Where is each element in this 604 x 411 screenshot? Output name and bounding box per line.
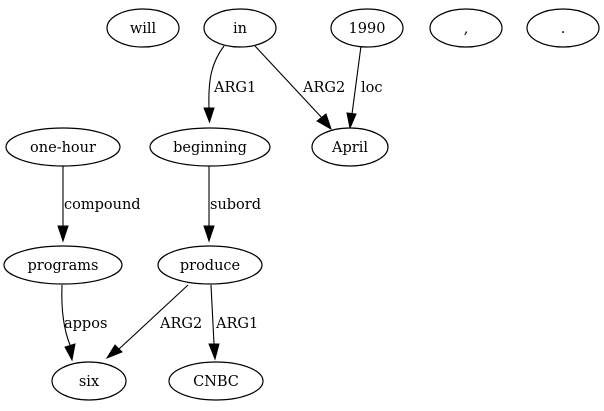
svg-text:.: . xyxy=(561,21,566,37)
node-one-hour: one-hour xyxy=(5,127,121,167)
svg-text:produce: produce xyxy=(180,258,240,274)
node-beginning: beginning xyxy=(149,127,271,167)
node-six: six xyxy=(51,361,127,401)
edge-label-in-beginning: ARG1 xyxy=(213,80,256,96)
edge-produce-cnbc: ARG1 xyxy=(208,284,258,361)
svg-text:,: , xyxy=(464,21,469,37)
node-produce: produce xyxy=(157,245,263,285)
node-cnbc: CNBC xyxy=(168,361,264,401)
node-april: April xyxy=(311,127,389,167)
edge-programs-six: appos xyxy=(61,284,107,362)
edge-label-produce-cnbc: ARG1 xyxy=(215,316,258,332)
edge-in-beginning: ARG1 xyxy=(203,45,256,124)
svg-text:1990: 1990 xyxy=(349,21,386,37)
edge-1990-april: loc xyxy=(346,45,383,130)
svg-text:one-hour: one-hour xyxy=(30,140,96,156)
edge-label-beginning-produce: subord xyxy=(210,197,261,213)
node-1990: 1990 xyxy=(330,8,404,48)
node-period: . xyxy=(526,8,600,48)
edge-produce-six: ARG2 xyxy=(105,284,202,360)
svg-text:six: six xyxy=(79,374,99,390)
edge-beginning-produce: subord xyxy=(203,166,261,243)
svg-text:in: in xyxy=(233,21,247,37)
svg-text:CNBC: CNBC xyxy=(193,374,239,390)
svg-text:programs: programs xyxy=(28,258,99,274)
svg-text:April: April xyxy=(331,140,368,156)
node-will: will xyxy=(106,8,180,48)
edge-label-in-april: ARG2 xyxy=(302,80,345,96)
edge-label-produce-six: ARG2 xyxy=(159,316,202,332)
edge-in-april: ARG2 xyxy=(254,45,345,131)
node-comma: , xyxy=(429,8,503,48)
edge-label-programs-six: appos xyxy=(64,316,107,332)
edge-onehour-programs: compound xyxy=(57,166,141,243)
svg-text:beginning: beginning xyxy=(173,140,247,156)
edge-label-onehour-programs: compound xyxy=(64,197,141,213)
svg-text:will: will xyxy=(130,21,157,37)
node-in: in xyxy=(203,8,277,48)
edge-label-1990-april: loc xyxy=(361,80,383,96)
node-programs: programs xyxy=(3,245,123,285)
